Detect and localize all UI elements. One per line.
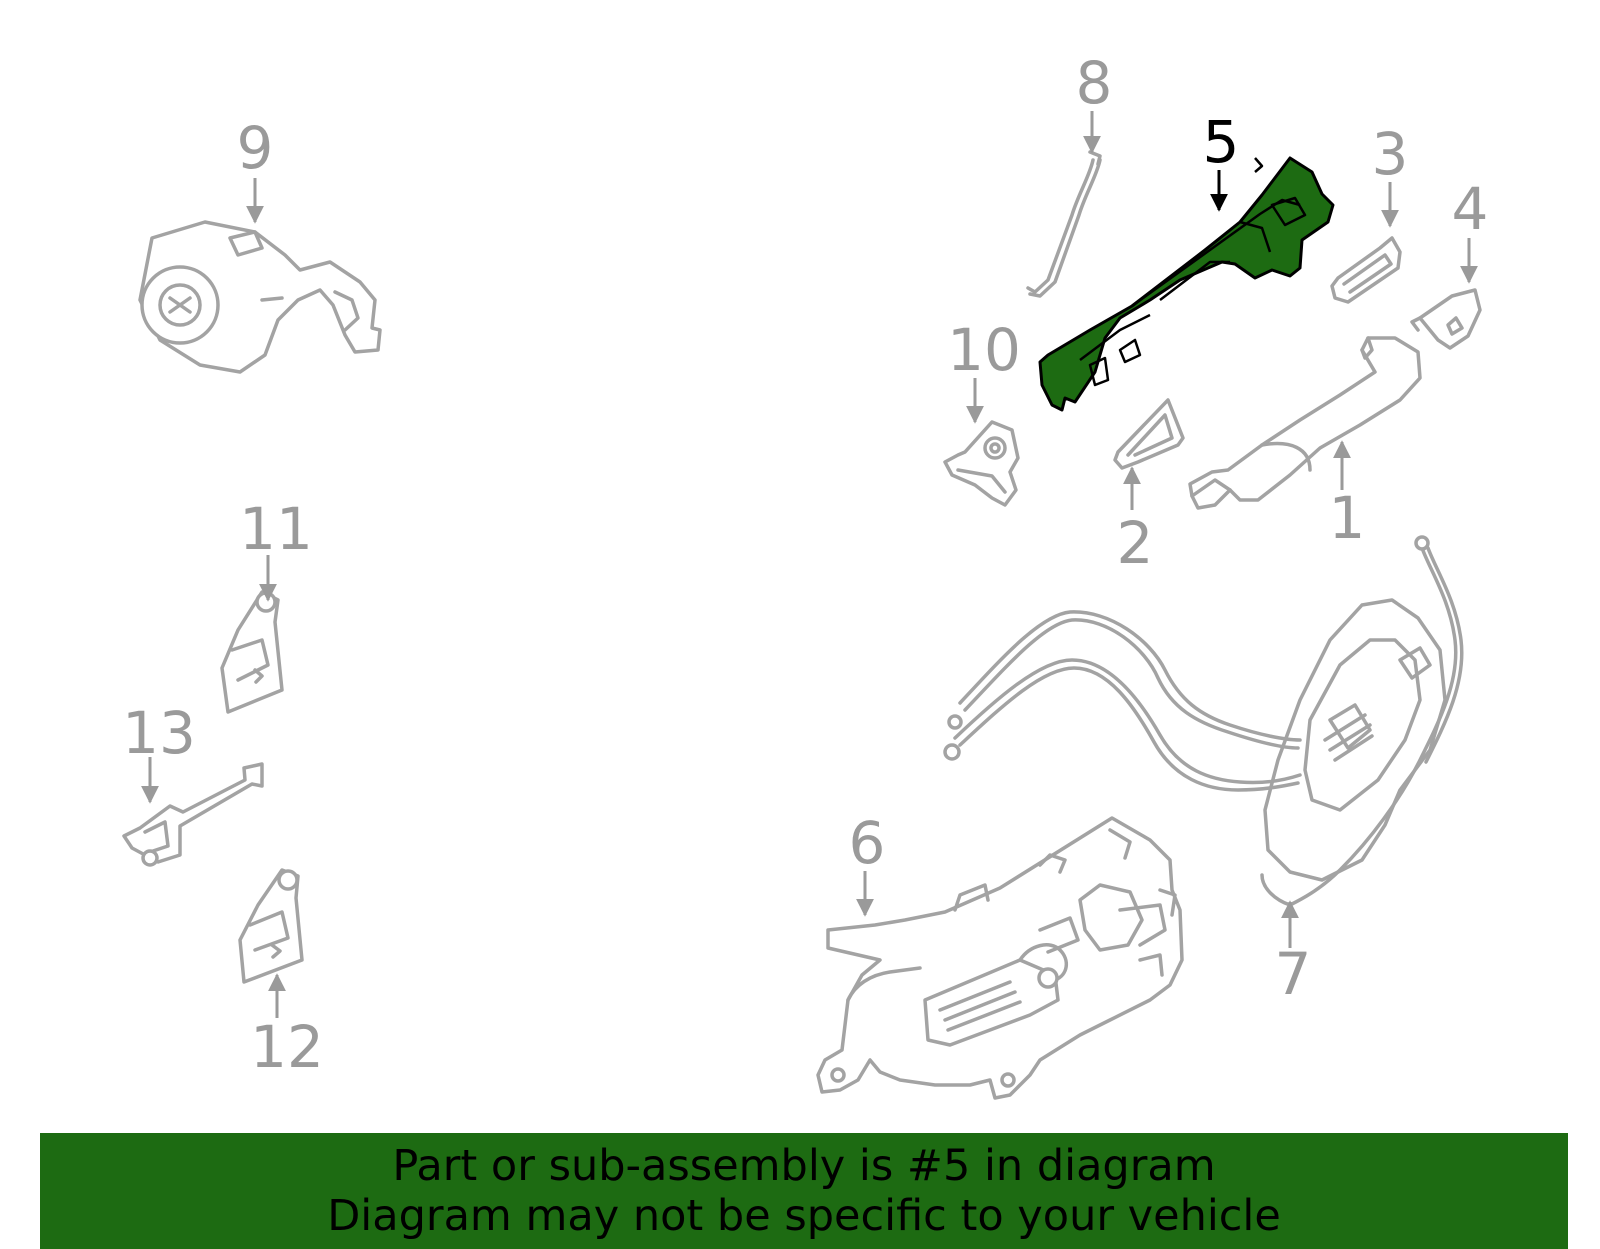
callout-arrows [141,111,1478,1018]
part-5-handle-bracket[interactable] [1038,156,1335,412]
banner-line-part: Part or sub-assembly is #5 in diagram [392,1141,1216,1191]
part-4-cap[interactable] [1410,288,1482,350]
part-9-lock-cylinder[interactable] [138,220,382,374]
callout-10[interactable]: 10 [947,316,1021,384]
callout-5[interactable]: 5 [1203,108,1240,176]
part-2-gasket[interactable] [1113,398,1185,470]
callout-numbers: 9 8 5 3 4 10 2 1 11 13 12 6 7 [122,49,1488,1081]
callout-3[interactable]: 3 [1372,120,1409,188]
part-7-cable-assembly[interactable] [943,535,1464,907]
part-10-striker[interactable] [943,420,1020,507]
callout-6[interactable]: 6 [849,809,886,877]
callout-8[interactable]: 8 [1076,49,1113,117]
part-12-hinge-lower[interactable] [238,868,304,984]
callout-7[interactable]: 7 [1275,940,1312,1008]
part-8-rod[interactable] [1026,150,1102,298]
part-1-outside-handle[interactable] [1188,336,1422,510]
part-13-door-check[interactable] [122,762,264,867]
callout-13[interactable]: 13 [122,699,196,767]
part-3-cover[interactable] [1330,236,1402,304]
info-banner: Part or sub-assembly is #5 in diagram Di… [40,1133,1568,1249]
part-6-latch[interactable] [816,816,1184,1100]
callout-4[interactable]: 4 [1452,175,1489,243]
callout-9[interactable]: 9 [237,114,274,182]
callout-2[interactable]: 2 [1117,509,1154,577]
part-11-hinge-upper[interactable] [220,590,284,714]
banner-line-disclaimer: Diagram may not be specific to your vehi… [327,1191,1281,1241]
callout-11[interactable]: 11 [239,495,313,563]
callout-12[interactable]: 12 [250,1013,324,1081]
callout-1[interactable]: 1 [1329,484,1366,552]
